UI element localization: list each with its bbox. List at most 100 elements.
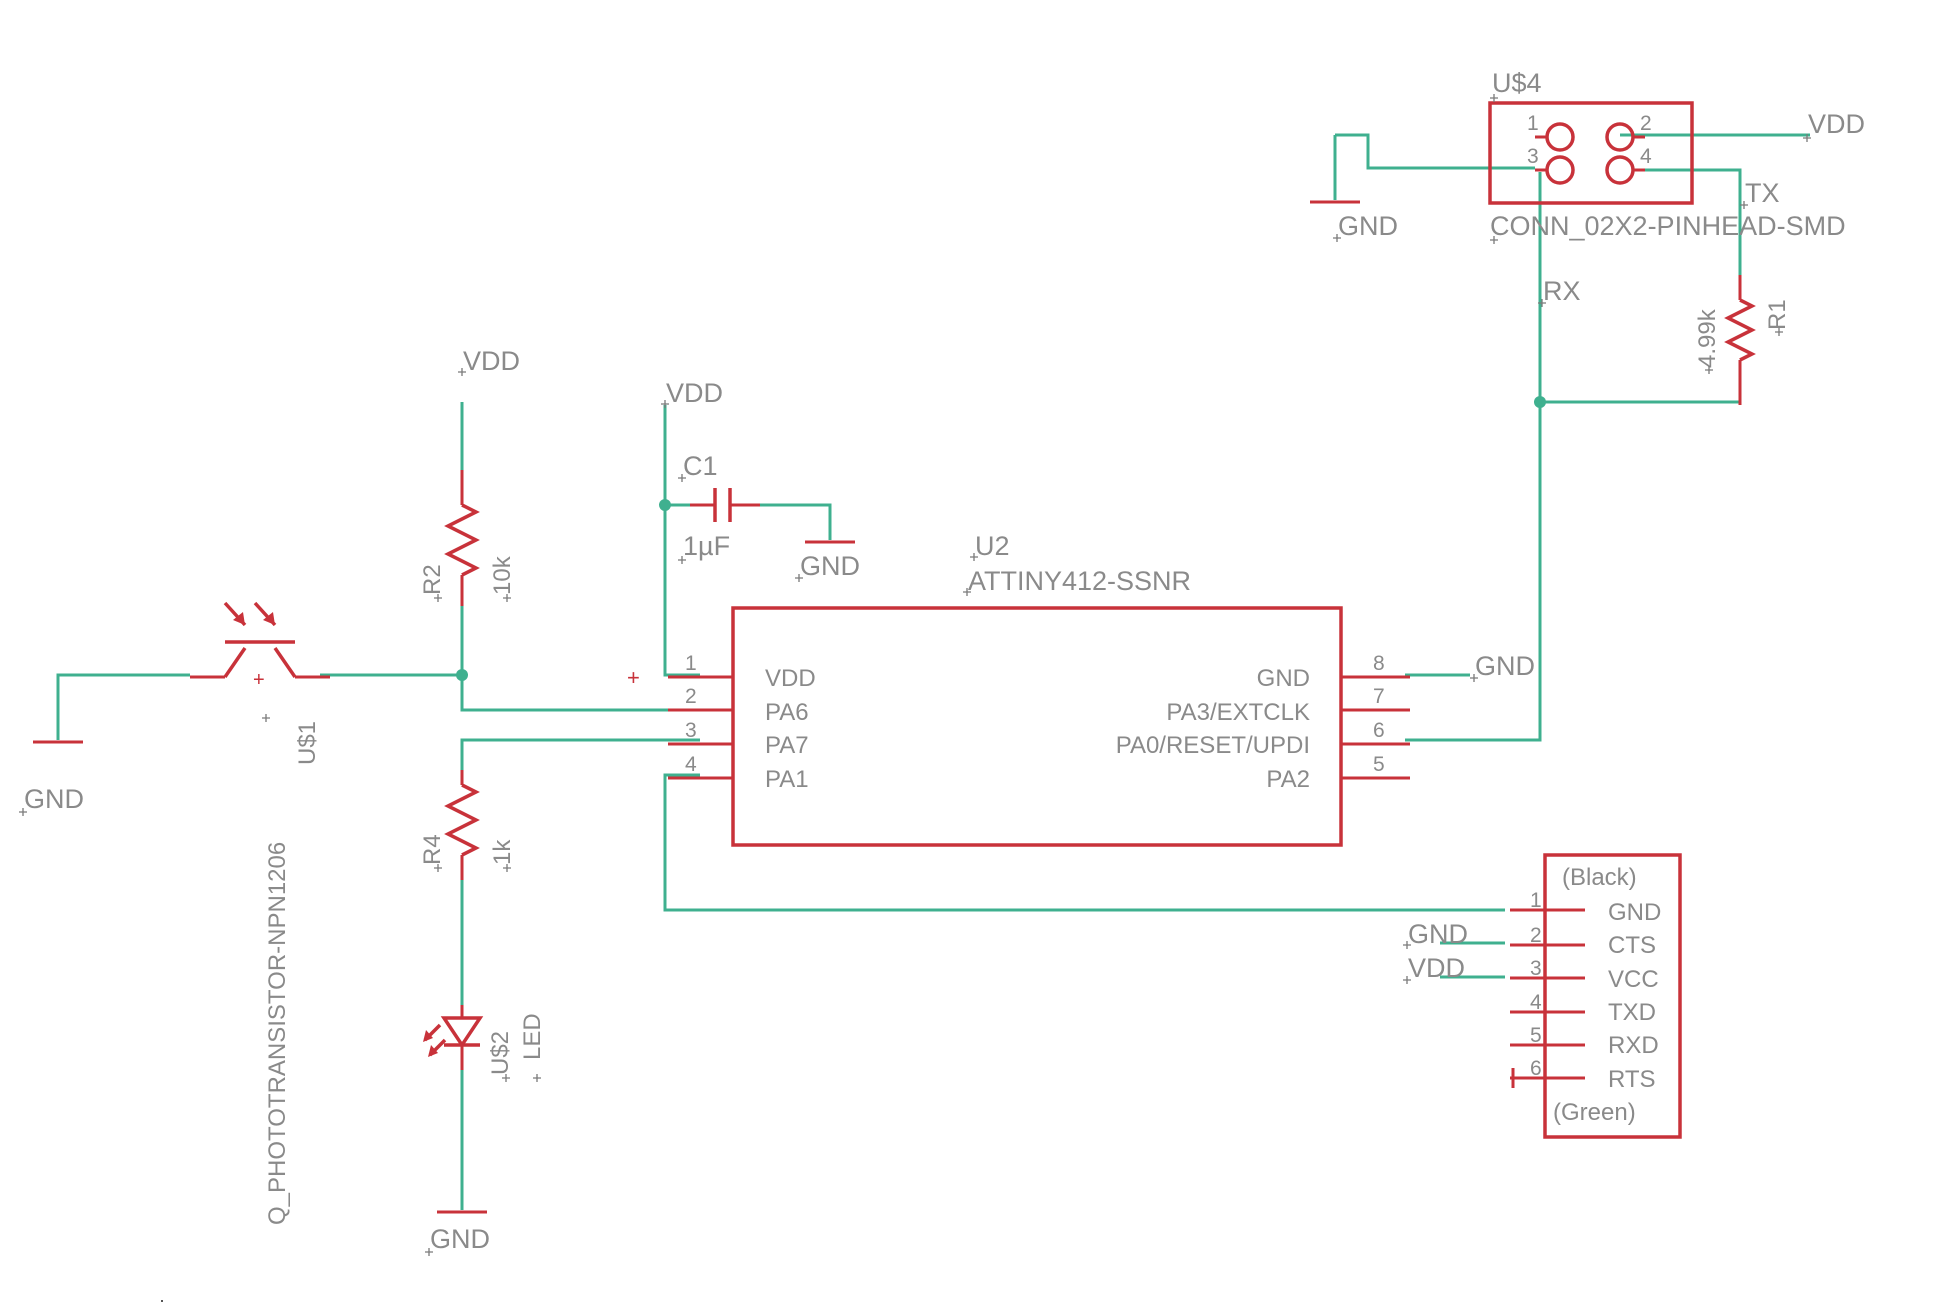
phototransistor-u1[interactable]: + U$1 Q_PHOTOTRANSISTOR-NPN1206 — [190, 601, 330, 1225]
junction-c1 — [659, 499, 671, 511]
resistor-r1-zigzag — [1724, 298, 1756, 362]
origin-marker-r1-name — [1775, 328, 1783, 336]
resistor-r2-value: 10k — [489, 555, 516, 595]
ic-u2-pin8-num: 8 — [1373, 652, 1385, 675]
gnd-symbol-u4: GND — [1310, 200, 1398, 241]
led-name: U$2 — [487, 1031, 514, 1075]
resistor-r1-name: R1 — [1764, 299, 1791, 330]
phototransistor-u1-origin-marker: + — [253, 669, 265, 691]
origin-marker-u4-name — [1490, 94, 1498, 102]
origin-marker-vdd-ftdi — [1403, 976, 1411, 984]
phototransistor-u1-arrowhead-1 — [233, 612, 245, 625]
ic-u2-origin-marker: + — [627, 665, 640, 690]
gnd-symbol-bottom-label: GND — [430, 1224, 490, 1254]
ic-u2-value: ATTINY412-SSNR — [968, 566, 1191, 596]
ftdi-header-bottom-label: (Green) — [1553, 1099, 1636, 1126]
origin-marker-led-name — [502, 1074, 510, 1082]
ftdi-header-top-label: (Black) — [1562, 864, 1637, 891]
led-arrowhead-2 — [428, 1045, 438, 1057]
origin-marker-led-value — [533, 1074, 541, 1082]
wire-vdd-u2 — [663, 405, 700, 677]
ic-u2-pin6-label: PA0/RESET/UPDI — [1116, 732, 1310, 759]
resistor-r1-value: 4.99k — [1694, 308, 1721, 368]
resistor-r4-value: 1k — [489, 839, 516, 865]
origin-marker-vdd-r2 — [458, 368, 466, 376]
origin-marker-r4-name — [434, 864, 442, 872]
capacitor-c1[interactable]: C1 1µF — [683, 451, 760, 561]
resistor-r2-zigzag — [444, 503, 480, 577]
ftdi-pin6-num: 6 — [1530, 1057, 1542, 1080]
origin-marker-gnd-left — [19, 808, 27, 816]
origin-marker-r2-value — [503, 594, 511, 602]
net-label-rx: RX — [1543, 276, 1581, 306]
wire-u4-pin3-gnd — [1335, 133, 1535, 170]
connector-u4-pad4 — [1605, 155, 1635, 185]
origin-marker-gnd-c1 — [795, 574, 803, 582]
origin-marker-vdd-u4 — [1803, 134, 1811, 142]
connector-u4-value: CONN_02X2-PINHEAD-SMD — [1490, 211, 1846, 241]
connector-u4-pad3 — [1545, 155, 1575, 185]
ic-u2-pin1-num: 1 — [685, 652, 697, 675]
ftdi-pin1-label: GND — [1608, 899, 1661, 926]
ic-u2-pin3-num: 3 — [685, 719, 697, 742]
ftdi-header[interactable]: (Black) (Green) 1 2 3 4 5 6 GND CTS VCC … — [1510, 853, 1682, 1139]
gnd-symbol-u4-label: GND — [1338, 211, 1398, 241]
net-label-gnd-ftdi: GND — [1408, 919, 1468, 949]
origin-marker-c1-value — [678, 556, 686, 564]
resistor-r2[interactable]: R2 10k — [419, 470, 516, 606]
ic-u2-pin2-num: 2 — [685, 685, 697, 708]
net-label-vdd-c1: VDD — [666, 378, 723, 408]
ftdi-pin6-label: RTS — [1608, 1066, 1656, 1093]
wire-pa1-ftdi — [663, 773, 1505, 912]
ic-u2-pin3-label: PA7 — [765, 732, 809, 759]
capacitor-c1-value: 1µF — [683, 531, 730, 561]
wire-pa7-r4 — [460, 738, 700, 770]
connector-u4[interactable]: 1 2 3 4 U$4 CONN_02X2-PINHEAD-SMD — [1488, 68, 1846, 241]
ic-u2-name: U2 — [975, 531, 1010, 561]
connector-u4-pad2 — [1605, 122, 1635, 152]
resistor-r4[interactable]: R4 1k — [419, 770, 516, 880]
capacitor-c1-name: C1 — [683, 451, 718, 481]
resistor-r1[interactable]: R1 4.99k — [1694, 275, 1791, 405]
junction-rx — [1534, 396, 1546, 408]
ftdi-pin3-label: VCC — [1608, 966, 1659, 993]
gnd-symbol-left: GND — [24, 740, 84, 814]
gnd-symbol-bottom: GND — [430, 1210, 490, 1254]
phototransistor-u1-value: Q_PHOTOTRANSISTOR-NPN1206 — [264, 842, 291, 1225]
ic-u2-body — [731, 606, 1343, 847]
ic-u2-pin8-label: GND — [1257, 665, 1310, 692]
connector-u4-pin3-num: 3 — [1527, 145, 1539, 168]
ic-u2-pin7-num: 7 — [1373, 685, 1385, 708]
ftdi-pin5-num: 5 — [1530, 1024, 1542, 1047]
origin-marker-u2-name — [970, 553, 978, 561]
led-u2[interactable]: U$2 LED — [423, 1005, 546, 1075]
gnd-symbol-c1: GND — [800, 540, 860, 581]
ftdi-pin4-num: 4 — [1530, 991, 1542, 1014]
net-label-vdd-r2: VDD — [463, 346, 520, 376]
origin-marker-tx — [1740, 201, 1748, 209]
connector-u4-pin1-num: 1 — [1527, 112, 1539, 135]
origin-marker-c1-name — [678, 474, 686, 482]
phototransistor-u1-emitter — [273, 647, 297, 678]
wire-rx-updi — [1405, 172, 1542, 742]
resistor-r4-name: R4 — [419, 834, 446, 865]
ic-u2-pin1-label: VDD — [765, 665, 816, 692]
net-label-gnd-u2: GND — [1475, 651, 1535, 681]
ic-u2[interactable]: U2 ATTINY412-SSNR 1 2 3 4 VDD PA6 PA7 PA… — [627, 531, 1410, 847]
ftdi-pin5-label: RXD — [1608, 1032, 1659, 1059]
ic-u2-pin4-num: 4 — [685, 753, 697, 776]
net-label-tx: TX — [1745, 178, 1780, 208]
origin-marker-gnd-u4 — [1333, 234, 1341, 242]
wire-c1-gnd — [755, 503, 832, 540]
led-triangle — [440, 1016, 484, 1049]
origin-marker-u2-value — [963, 588, 971, 596]
ftdi-pin2-label: CTS — [1608, 932, 1656, 959]
ic-u2-pin5-num: 5 — [1373, 753, 1385, 776]
ftdi-pin4-label: TXD — [1608, 999, 1656, 1026]
connector-u4-pin2-num: 2 — [1640, 112, 1652, 135]
junction-r2 — [456, 669, 468, 681]
origin-marker-gnd-bottom — [425, 1248, 433, 1256]
net-label-vdd-u4: VDD — [1808, 109, 1865, 139]
